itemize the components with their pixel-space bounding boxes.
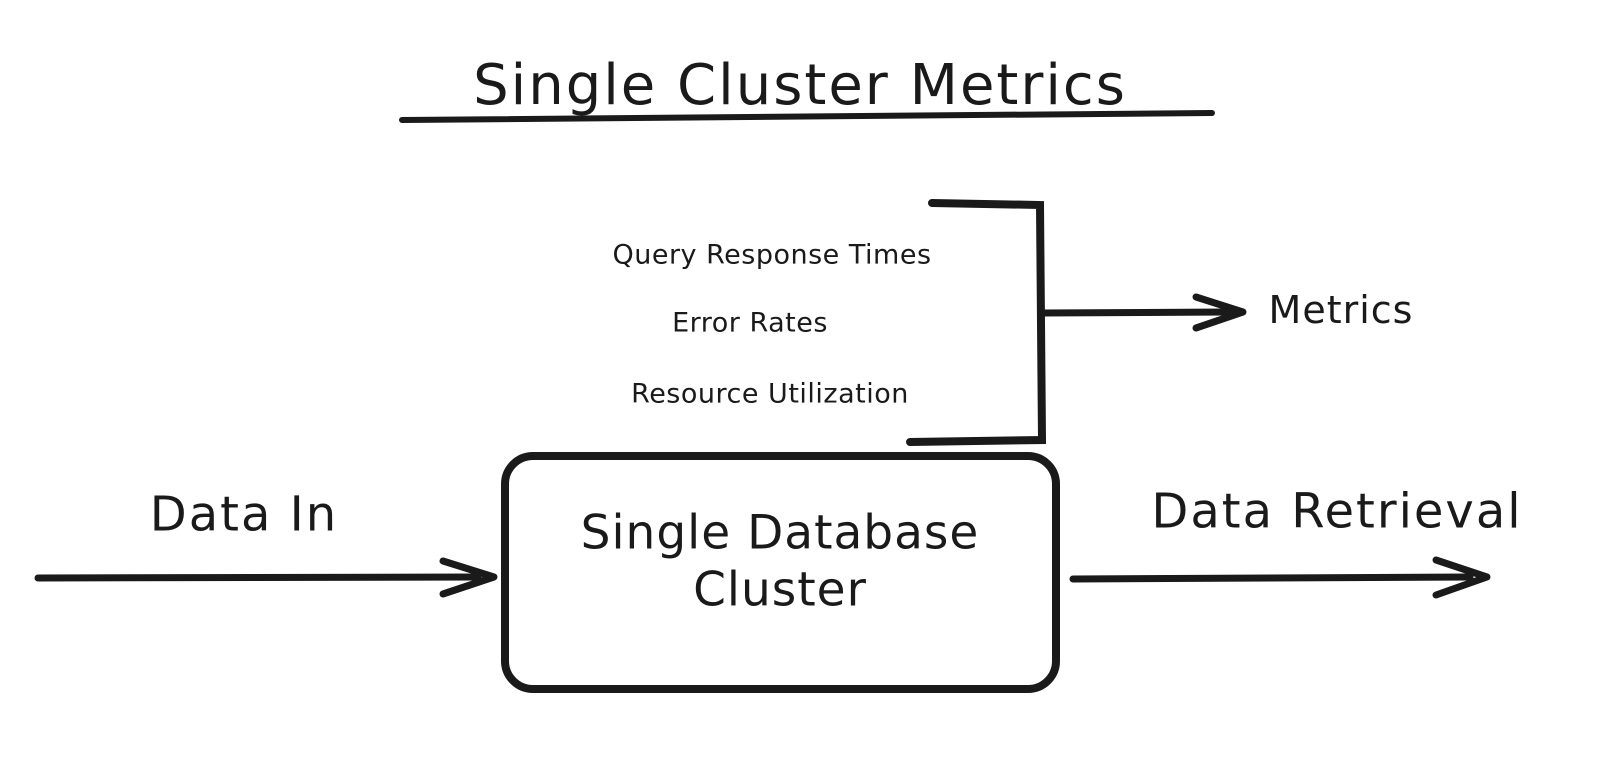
metrics-output-arrow — [1038, 293, 1247, 332]
page-title: Single Cluster Metrics — [473, 52, 1127, 118]
single-database-cluster-box — [501, 452, 1060, 693]
title-underline — [399, 110, 1215, 123]
data-retrieval-arrow — [1069, 556, 1491, 599]
metric-item-query-response-times: Query Response Times — [612, 239, 932, 271]
edge-label-data-retrieval: Data Retrieval — [1151, 483, 1523, 540]
metrics-bracket — [906, 199, 1047, 446]
metric-item-error-rates: Error Rates — [672, 307, 828, 339]
edge-label-data-in: Data In — [149, 486, 339, 543]
data-in-arrow — [34, 557, 498, 598]
metric-item-resource-utilization: Resource Utilization — [631, 378, 909, 410]
edge-label-metrics: Metrics — [1268, 287, 1414, 332]
